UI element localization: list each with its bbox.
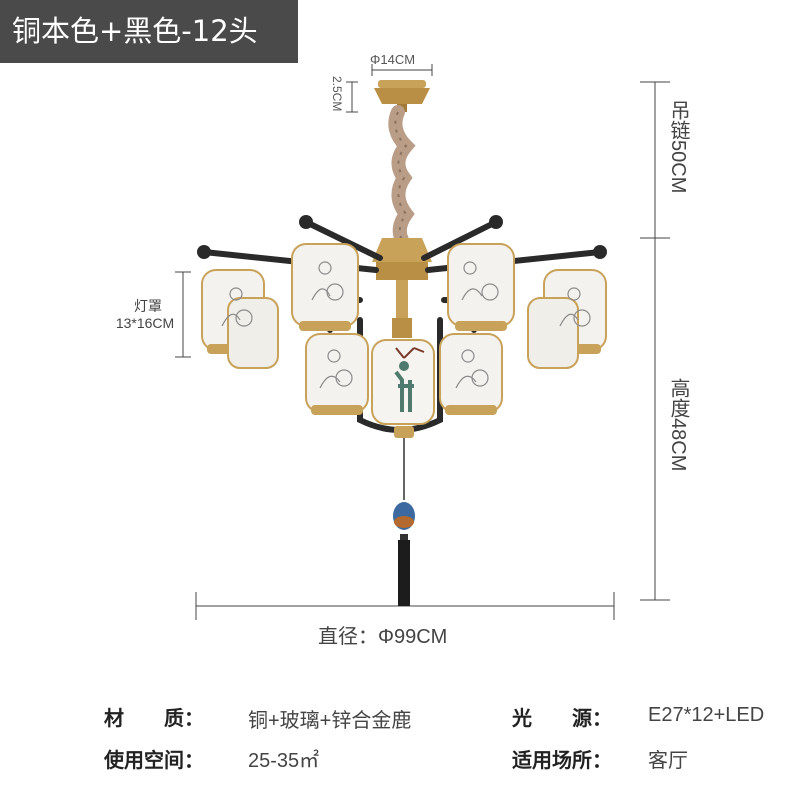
dimension-height: 高度48CM (667, 378, 689, 472)
dimension-canopy-height: 2.5CM (330, 76, 344, 112)
dimension-chain-length: 吊链50CM (667, 100, 689, 194)
dimension-shade-size: 13*16CM (115, 315, 175, 331)
chain-cover (388, 105, 416, 247)
spec-light-source-value: E27*12+LED (648, 704, 765, 726)
dimension-diameter: 直径：Φ99CM (318, 626, 448, 648)
lamp-shade (291, 243, 359, 331)
spec-light-source-label: 光 源： (512, 706, 612, 730)
arm-scroll-ends (197, 215, 607, 259)
lamp-shades (201, 243, 607, 415)
lamp-shade (447, 243, 515, 331)
tassel-pendant (393, 426, 415, 606)
lamp-shade (439, 333, 503, 415)
dimension-top-diameter: Φ14CM (370, 52, 416, 67)
spec-material-value: 铜+玻璃+锌合金鹿 (248, 710, 412, 732)
lamp-shade (227, 297, 279, 369)
central-body (372, 238, 432, 338)
title-banner: 铜本色+黑色-12头 (0, 0, 298, 63)
flower-decorations (221, 261, 591, 389)
spec-material-label: 材 质： (104, 706, 204, 730)
spec-space-value: 25-35㎡ (248, 750, 320, 772)
deer-centerpiece (371, 339, 435, 425)
spec-place-label: 适用场所： (512, 748, 612, 772)
spec-space-label: 使用空间： (104, 748, 204, 772)
spec-place-value: 客厅 (648, 750, 688, 772)
lamp-shade (305, 333, 369, 415)
dimension-shade-label: 灯罩 (134, 298, 162, 314)
lamp-shade (527, 297, 579, 369)
